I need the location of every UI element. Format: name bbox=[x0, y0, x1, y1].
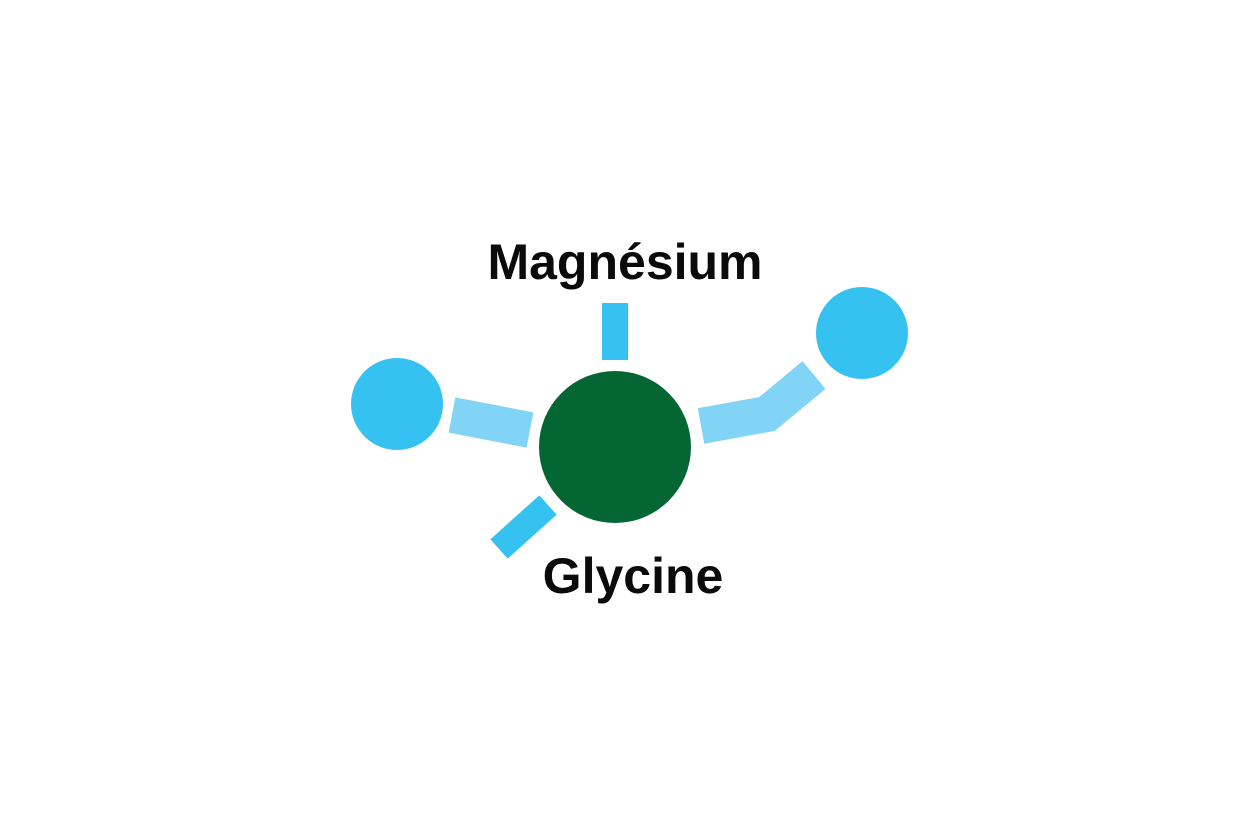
bond-left bbox=[448, 397, 534, 448]
outer-atom-left bbox=[351, 358, 443, 450]
label-glycine: Glycine bbox=[543, 548, 724, 604]
outer-atom-right bbox=[816, 287, 908, 379]
bond-right bbox=[697, 361, 826, 444]
label-magnesium: Magnésium bbox=[487, 234, 762, 290]
bond-bottom-left bbox=[490, 495, 557, 559]
central-atom bbox=[539, 371, 691, 523]
